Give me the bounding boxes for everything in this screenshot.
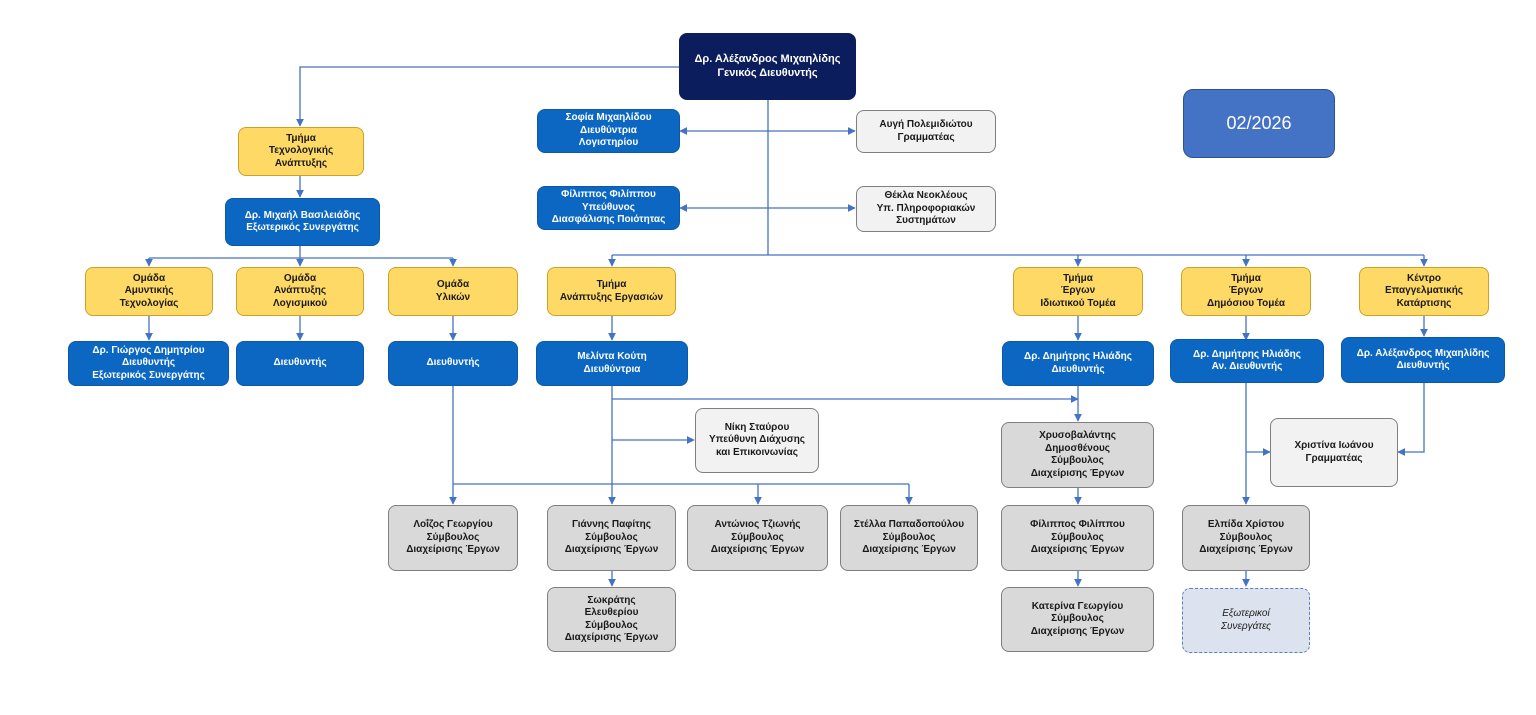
private-head[interactable]: Δρ. Δημήτρης Ηλιάδης Διευθυντής: [1002, 341, 1154, 386]
node-katerina[interactable]: Κατερίνα Γεωργίου Σύμβουλος Διαχείρισης …: [1001, 587, 1154, 652]
team-materials[interactable]: Ομάδα Υλικών: [388, 267, 518, 316]
node-avgi[interactable]: Αυγή Πολεμιδιώτου Γραμματέας: [856, 110, 996, 153]
node-filippos[interactable]: Φίλιππος Φιλίππου Σύμβουλος Διαχείρισης …: [1001, 505, 1154, 571]
software-lead[interactable]: Διευθυντής: [236, 341, 364, 386]
node-chrysovalantis[interactable]: Χρυσοβαλάντης Δημοσθένους Σύμβουλος Διαχ…: [1001, 422, 1154, 488]
node-antonios[interactable]: Αντώνιος Τζιωνής Σύμβουλος Διαχείρισης Έ…: [687, 505, 828, 571]
connector: [296, 66, 680, 127]
node-external-partners[interactable]: Εξωτερικοί Συνεργάτες: [1182, 588, 1310, 653]
public-head[interactable]: Δρ. Δημήτρης Ηλιάδης Αν. Διευθυντής: [1170, 339, 1324, 383]
department-public[interactable]: Τμήμα Έργων Δημόσιου Τομέα: [1181, 267, 1311, 316]
node-stella[interactable]: Στέλλα Παπαδοπούλου Σύμβουλος Διαχείριση…: [840, 505, 978, 571]
node-sokratis[interactable]: Σωκράτης Ελευθερίου Σύμβουλος Διαχείριση…: [547, 587, 676, 652]
date-badge: 02/2026: [1183, 89, 1335, 158]
department-private[interactable]: Τμήμα Έργων Ιδιωτικού Τομέα: [1013, 267, 1143, 316]
defense-lead[interactable]: Δρ. Γιώργος Δημητρίου Διευθυντής Εξωτερι…: [68, 341, 229, 386]
director-node[interactable]: Δρ. Αλέξανδρος Μιχαηλίδης Γενικός Διευθυ…: [679, 33, 856, 100]
training-head[interactable]: Δρ. Αλέξανδρος Μιχαηλίδης Διευθυντής: [1341, 337, 1505, 383]
node-sofia[interactable]: Σοφία Μιχαηλίδου Διευθύντρια Λογιστηρίου: [537, 109, 680, 153]
department-business[interactable]: Τμήμα Ανάπτυξης Εργασιών: [547, 267, 676, 316]
node-niki[interactable]: Νίκη Σταύρου Υπεύθυνη Διάχυσης και Επικο…: [695, 408, 819, 473]
team-defense[interactable]: Ομάδα Αμυντικής Τεχνολογίας: [85, 267, 213, 316]
node-loizos[interactable]: Λοΐζος Γεωργίου Σύμβουλος Διαχείρισης Έρ…: [388, 505, 518, 571]
department-tech[interactable]: Τμήμα Τεχνολογικής Ανάπτυξης: [238, 127, 364, 176]
node-thekla[interactable]: Θέκλα Νεοκλέους Υπ. Πληροφοριακών Συστημ…: [856, 186, 996, 232]
team-software[interactable]: Ομάδα Ανάπτυξης Λογισμικού: [236, 267, 364, 316]
node-filippos-quality[interactable]: Φίλιππος Φιλίππου Υπεύθυνος Διασφάλισης …: [537, 186, 680, 230]
node-elpida[interactable]: Ελπίδα Χρίστου Σύμβουλος Διαχείρισης Έργ…: [1182, 505, 1310, 571]
materials-lead[interactable]: Διευθυντής: [388, 341, 518, 386]
department-training[interactable]: Κέντρο Επαγγελματικής Κατάρτισης: [1359, 267, 1489, 316]
node-christina[interactable]: Χριστίνα Ιωάνου Γραμματέας: [1270, 418, 1398, 487]
node-giannis[interactable]: Γιάννης Παφίτης Σύμβουλος Διαχείρισης Έρ…: [547, 505, 676, 571]
connector: [1397, 383, 1425, 456]
business-head[interactable]: Μελίντα Κούτη Διευθύντρια: [536, 341, 688, 386]
tech-head[interactable]: Δρ. Μιχαήλ Βασιλειάδης Εξωτερικός Συνεργ…: [225, 198, 380, 246]
